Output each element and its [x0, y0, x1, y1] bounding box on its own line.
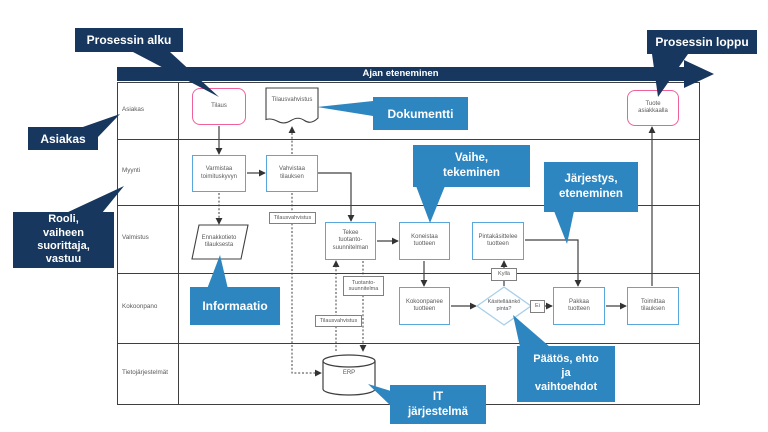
lane-label-valmistus: Valmistus [122, 234, 149, 241]
edge-vahvistaa-tekee [318, 172, 355, 222]
lane-label-asiakas: Asiakas [122, 106, 145, 113]
node-tuote-asiakkaalla: Tuote asiakkaalla [627, 90, 679, 126]
callout-paatos: Päätös, ehto ja vaihtoehdot [517, 346, 615, 402]
callout-prosessin-alku: Prosessin alku [75, 28, 183, 52]
edge-vahvistaa-erp [291, 193, 322, 377]
callout-prosessin-loppu: Prosessin loppu [647, 30, 757, 54]
lane-label-divider [178, 82, 179, 405]
database-cylinder-top-icon [322, 354, 376, 368]
node-toimittaa-tilauksen: Toimittaa tilauksen [627, 287, 679, 325]
edge-label-tilausvahvistus-top: Tilausvahvistus [269, 212, 316, 224]
node-vahvistaa-tilauksen: Vahvistaa tilauksen [266, 155, 318, 192]
edge-label-tilausvahvistus-bottom: Tilausvahvistus [315, 315, 362, 327]
callout-jarjestys: Järjestys, eteneminen [544, 162, 638, 212]
callout-it-jarjestelma: IT järjestelmä [390, 385, 486, 424]
callout-rooli: Rooli, vaiheen suorittaja, vastuu [13, 212, 114, 268]
node-tilausvahvistus-document: Tilausvahvistus [271, 97, 313, 104]
edge-label-kylla: Kyllä [491, 268, 517, 281]
edge-label-tuotantosuunnitelma: Tuotanto- suunnitelma [343, 276, 384, 296]
node-pakkaa-tuotteen: Pakkaa tuotteen [553, 287, 605, 325]
callout-asiakas: Asiakas [28, 127, 98, 150]
node-erp: ERP [342, 370, 356, 377]
lane-label-myynti: Myynti [122, 167, 141, 174]
lane-label-kokoonpano: Kokoonpano [122, 303, 158, 310]
lane-divider-3 [117, 273, 700, 274]
lane-divider-1 [117, 139, 700, 140]
callout-informaatio: Informaatio [190, 287, 280, 325]
dashed-connectors [215, 126, 367, 377]
node-pintakasittelee-tuotteen: Pintakäsittelee tuotteen [472, 222, 524, 260]
lane-divider-2 [117, 205, 700, 206]
callout-vaihe: Vaihe, tekeminen [413, 145, 530, 187]
callout-dokumentti: Dokumentti [373, 97, 468, 130]
node-tilaus: Tilaus [192, 88, 246, 125]
node-koneistaa-tuotteen: Koneistaa tuotteen [399, 222, 450, 260]
edge-pintakasittelee-pakkaa [525, 239, 582, 287]
information-parallelogram-icon [191, 224, 249, 260]
time-arrowhead-icon [684, 60, 714, 88]
node-ennakkotieto-tilauksesta: Ennakkotieto tilauksesta [201, 234, 237, 249]
node-tekee-tuotantosuunnitelman: Tekee tuotanto- suunnitelman [325, 222, 376, 260]
node-kokoonpanee-tuotteen: Kokoonpanee tuotteen [399, 287, 450, 325]
node-kasitellaanko-pinta: Käsitelläänkö pinta? [487, 299, 521, 312]
edge-label-ei: Ei [530, 300, 545, 313]
lane-label-tietojarjestelmat: Tietojärjestelmät [122, 369, 168, 376]
time-arrow-label: Ajan eteneminen [362, 68, 439, 79]
node-varmistaa-toimituskyvyn: Varmistaa toimituskyvyn [192, 155, 246, 192]
time-arrow-band [117, 67, 684, 81]
document-shape-icon [265, 87, 319, 124]
lane-divider-4 [117, 343, 700, 344]
